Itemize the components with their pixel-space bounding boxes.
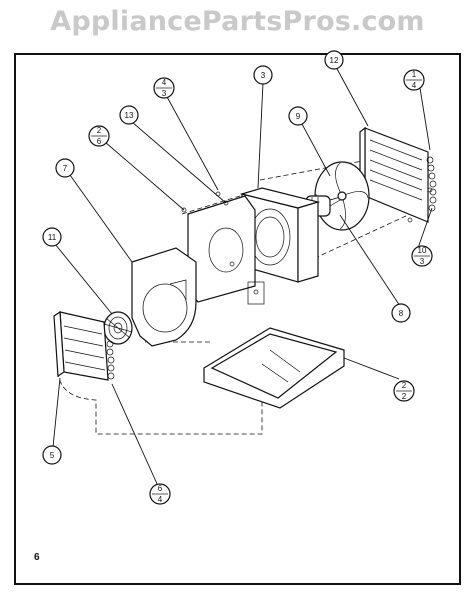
callout-2-6: 2 6 (88, 125, 110, 147)
svg-text:10: 10 (418, 246, 427, 255)
svg-text:4: 4 (158, 495, 163, 504)
leader-lines (52, 66, 433, 487)
page-number: 6 (34, 552, 40, 563)
callout-11: 11 (42, 227, 62, 247)
callout-10-3: 10 3 (411, 245, 433, 267)
svg-text:4: 4 (412, 81, 417, 90)
svg-text:9: 9 (296, 112, 301, 121)
svg-text:6: 6 (97, 137, 102, 146)
callout-7: 7 (55, 158, 75, 178)
svg-text:7: 7 (63, 164, 68, 173)
svg-text:8: 8 (399, 309, 404, 318)
callout-2-2: 2 2 (393, 380, 415, 402)
condenser-coil (359, 126, 437, 223)
orifice-panel (239, 187, 321, 283)
callout-12: 12 (324, 50, 344, 70)
svg-text:2: 2 (402, 392, 407, 401)
callout-5: 5 (42, 445, 62, 465)
svg-text:3: 3 (420, 257, 425, 266)
blower-scroll (131, 247, 197, 347)
svg-text:3: 3 (261, 71, 266, 80)
svg-text:6: 6 (158, 484, 163, 493)
callout-8: 8 (391, 303, 411, 323)
svg-text:11: 11 (48, 233, 57, 242)
partition-panel (187, 195, 265, 305)
svg-text:5: 5 (50, 451, 55, 460)
callout-3: 3 (253, 65, 273, 85)
blower-wheel (103, 311, 133, 345)
svg-text:3: 3 (162, 89, 167, 98)
svg-text:2: 2 (402, 381, 407, 390)
callout-9: 9 (288, 106, 308, 126)
svg-text:12: 12 (330, 56, 339, 65)
diagram-frame (14, 53, 461, 585)
svg-text:4: 4 (162, 78, 167, 87)
callout-4-3: 4 3 (153, 77, 175, 99)
base-pan (203, 327, 345, 409)
callout-6-4: 6 4 (149, 483, 171, 505)
svg-text:13: 13 (125, 111, 134, 120)
svg-text:2: 2 (97, 126, 102, 135)
callout-1-4: 1 4 (403, 69, 425, 91)
evaporator-coil (53, 310, 115, 381)
callout-13: 13 (119, 105, 139, 125)
svg-text:1: 1 (412, 70, 417, 79)
watermark: AppliancePartsPros.com (50, 6, 425, 37)
